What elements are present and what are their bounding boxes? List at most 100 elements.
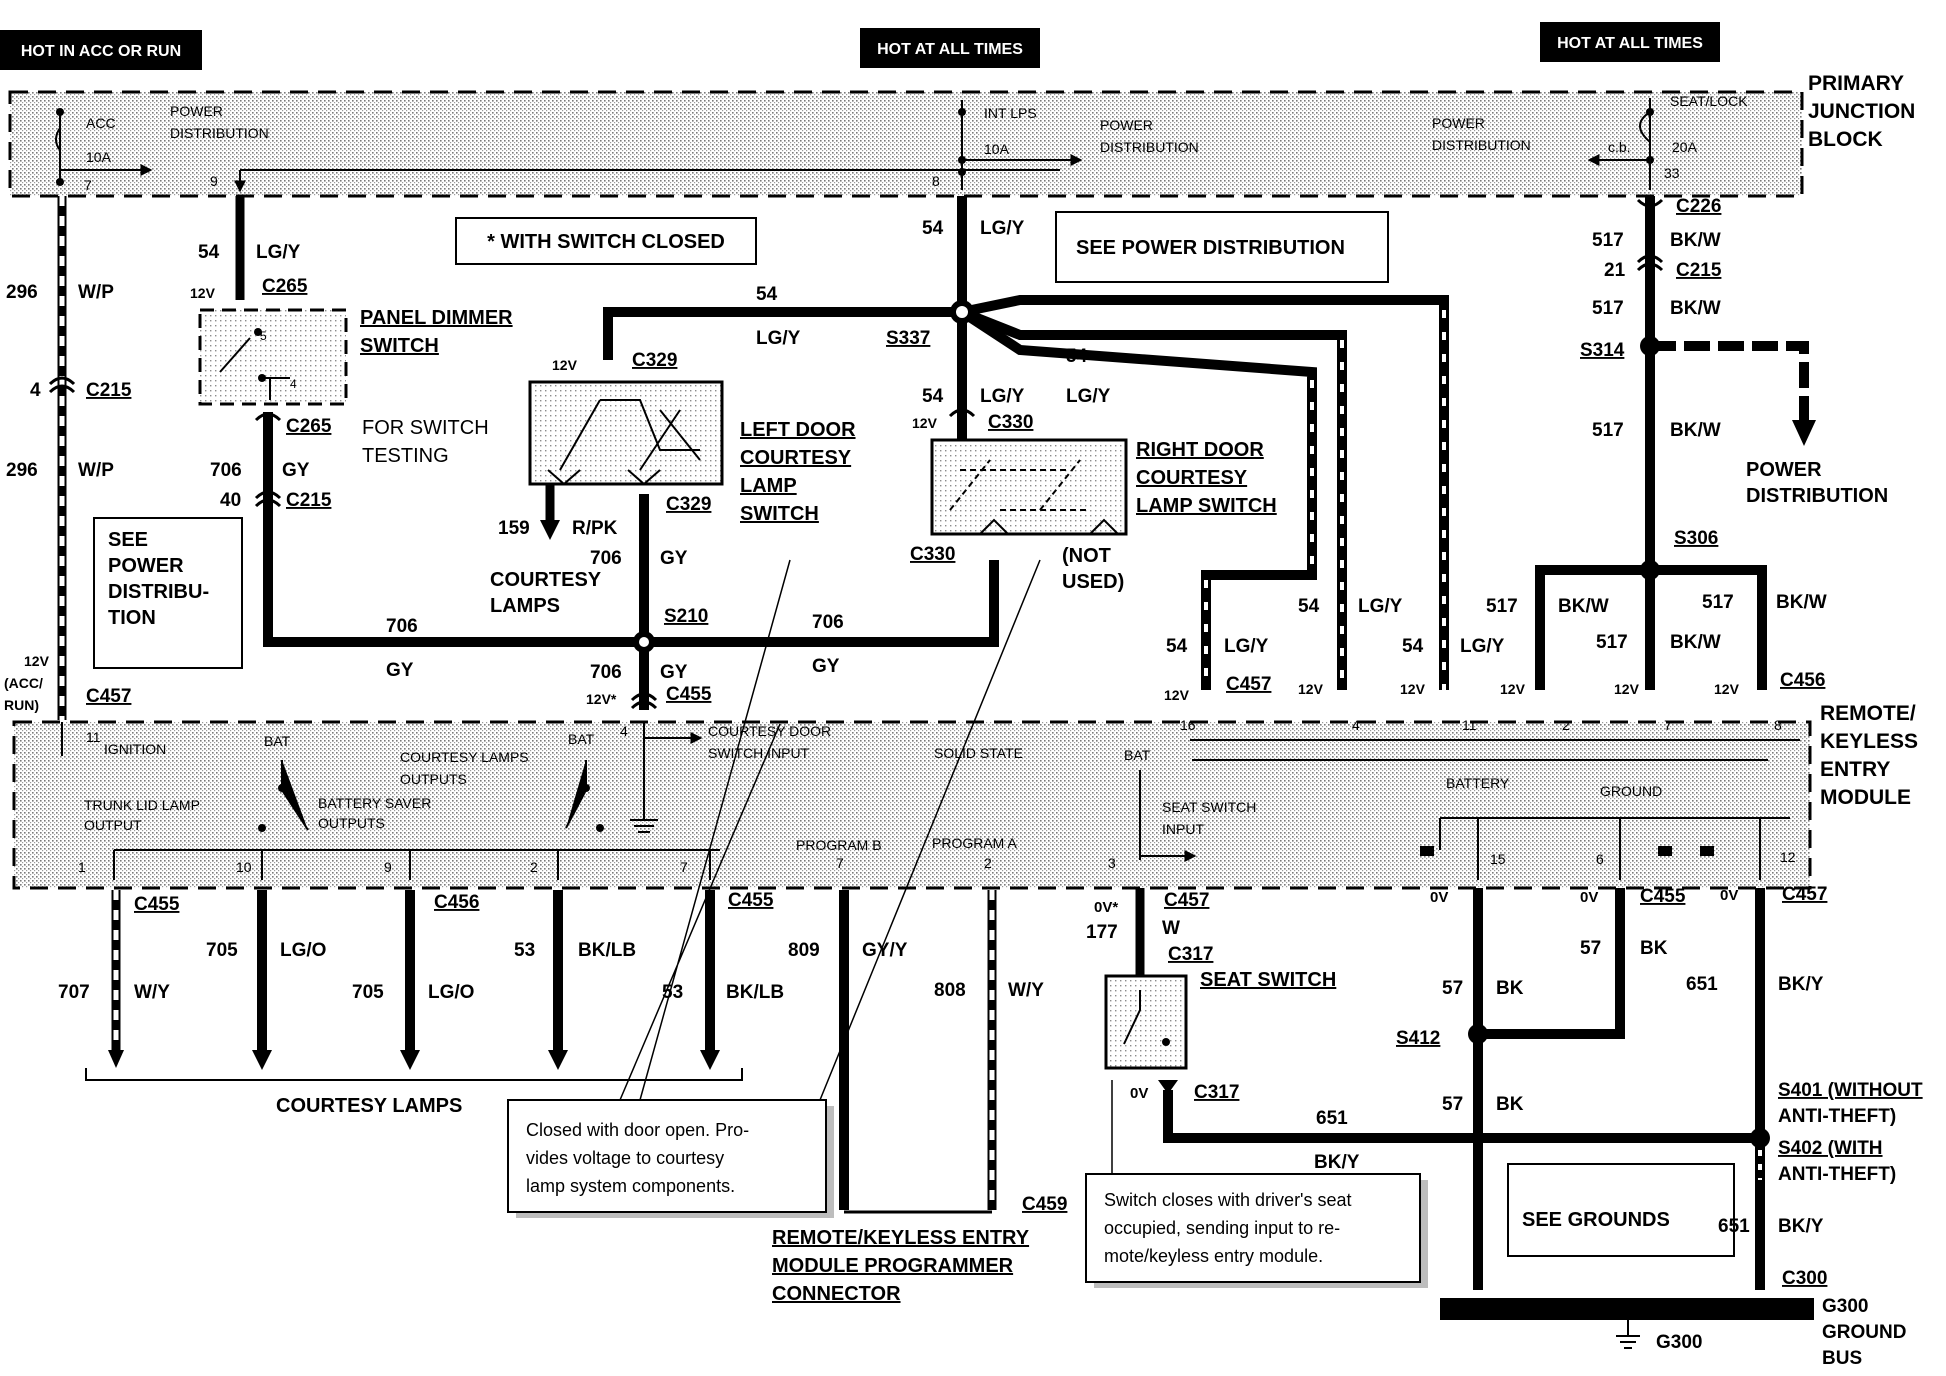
svg-text:S306: S306 bbox=[1674, 528, 1718, 549]
svg-text:lamp system components.: lamp system components. bbox=[526, 1176, 735, 1196]
rke-program-b: PROGRAM B bbox=[796, 837, 882, 853]
svg-text:Closed with door open. Pro-: Closed with door open. Pro- bbox=[526, 1120, 749, 1140]
note-see-grounds: SEE GROUNDS bbox=[1507, 1163, 1735, 1257]
rke-title-line3: ENTRY bbox=[1820, 758, 1890, 781]
svg-text:LAMP SWITCH: LAMP SWITCH bbox=[1136, 495, 1277, 517]
pjb-pd1-line2: DISTRIBUTION bbox=[170, 125, 269, 141]
ground-bus-line3: BUS bbox=[1822, 1348, 1862, 1369]
svg-text:DISTRIBUTION: DISTRIBUTION bbox=[1746, 485, 1888, 507]
svg-text:517: 517 bbox=[1592, 420, 1624, 441]
svg-text:651: 651 bbox=[1686, 974, 1718, 995]
svg-text:BK/Y: BK/Y bbox=[1778, 1216, 1824, 1237]
svg-text:C317: C317 bbox=[1168, 944, 1213, 965]
svg-text:54: 54 bbox=[922, 386, 944, 407]
svg-text:C329: C329 bbox=[666, 494, 711, 515]
rke-pin-top-2: 2 bbox=[1562, 717, 1570, 733]
right-door-courtesy-switch bbox=[930, 438, 1128, 536]
svg-text:54: 54 bbox=[1402, 636, 1424, 657]
svg-text:57: 57 bbox=[1580, 938, 1601, 959]
svg-text:BK/W: BK/W bbox=[1670, 420, 1721, 441]
svg-text:GY: GY bbox=[660, 662, 688, 683]
rke-bat2: BAT bbox=[568, 731, 595, 747]
svg-text:57: 57 bbox=[1442, 1094, 1463, 1115]
svg-text:0V*: 0V* bbox=[1094, 899, 1118, 916]
svg-text:LG/Y: LG/Y bbox=[1066, 386, 1111, 407]
rke-pin-top-11: 11 bbox=[1462, 717, 1477, 733]
svg-text:C457: C457 bbox=[1226, 674, 1271, 695]
rke-ignition: IGNITION bbox=[104, 741, 166, 757]
svg-text:57: 57 bbox=[1442, 978, 1463, 999]
for-switch-testing: FOR SWITCH TESTING bbox=[362, 417, 489, 467]
svg-text:296: 296 bbox=[6, 460, 38, 481]
svg-text:C457: C457 bbox=[1164, 890, 1209, 911]
svg-text:W: W bbox=[1162, 918, 1180, 939]
header-hot-acc-run-text: HOT IN ACC OR RUN bbox=[21, 43, 181, 60]
svg-text:12V: 12V bbox=[1164, 687, 1190, 703]
svg-text:vides voltage to courtesy: vides voltage to courtesy bbox=[526, 1148, 724, 1168]
pjb-pin-33: 33 bbox=[1664, 165, 1680, 181]
svg-text:LG/Y: LG/Y bbox=[1224, 636, 1269, 657]
panel-dimmer-switch: 5 4 bbox=[198, 308, 348, 406]
svg-text:12V: 12V bbox=[1614, 681, 1640, 697]
pjb-pd3-line2: DISTRIBUTION bbox=[1432, 137, 1531, 153]
rke-pin-bot-15: 15 bbox=[1490, 851, 1506, 867]
header-hot-all-times-2-text: HOT AT ALL TIMES bbox=[1557, 35, 1703, 52]
pjb-title-line3: BLOCK bbox=[1808, 128, 1883, 151]
svg-text:651: 651 bbox=[1718, 1216, 1750, 1237]
svg-text:C330: C330 bbox=[910, 544, 955, 565]
rke-pin-bot-3: 3 bbox=[1108, 855, 1116, 871]
pjb-fuse-int: 10A bbox=[984, 141, 1010, 157]
svg-text:0V: 0V bbox=[1580, 889, 1598, 906]
svg-text:0V: 0V bbox=[1130, 1085, 1148, 1102]
svg-text:12V: 12V bbox=[1714, 681, 1740, 697]
svg-text:CONNECTOR: CONNECTOR bbox=[772, 1283, 901, 1305]
ground-bus-line2: GROUND bbox=[1822, 1322, 1906, 1343]
rke-pin-bot-2b: 2 bbox=[984, 855, 992, 871]
svg-text:SWITCH: SWITCH bbox=[740, 503, 819, 525]
svg-text:12V: 12V bbox=[1500, 681, 1526, 697]
svg-text:LG/O: LG/O bbox=[428, 982, 474, 1003]
svg-text:PANEL DIMMER: PANEL DIMMER bbox=[360, 307, 513, 329]
rke-courtesy-outputs-line2: OUTPUTS bbox=[400, 771, 467, 787]
svg-text:651: 651 bbox=[1316, 1108, 1348, 1129]
svg-text:SEE GROUNDS: SEE GROUNDS bbox=[1522, 1209, 1670, 1231]
rke-ground: GROUND bbox=[1600, 783, 1662, 799]
rke-pin-bot-7a: 7 bbox=[680, 859, 688, 875]
svg-text:C455: C455 bbox=[1640, 886, 1686, 907]
svg-text:C455: C455 bbox=[666, 684, 712, 705]
svg-text:54: 54 bbox=[1166, 636, 1188, 657]
pjb-pd2-line2: DISTRIBUTION bbox=[1100, 139, 1199, 155]
svg-text:SEE POWER DISTRIBUTION: SEE POWER DISTRIBUTION bbox=[1076, 237, 1345, 259]
svg-text:12V: 12V bbox=[1400, 681, 1426, 697]
svg-text:53: 53 bbox=[662, 982, 683, 1003]
svg-text:54: 54 bbox=[756, 284, 778, 305]
rke-trunk-lid-line2: OUTPUT bbox=[84, 817, 142, 833]
svg-text:SEE: SEE bbox=[108, 529, 148, 551]
svg-text:C457: C457 bbox=[1782, 884, 1827, 905]
left-door-courtesy-switch bbox=[528, 380, 724, 486]
svg-text:ANTI-THEFT): ANTI-THEFT) bbox=[1778, 1106, 1896, 1127]
svg-text:54: 54 bbox=[198, 242, 220, 263]
svg-text:54: 54 bbox=[1066, 346, 1088, 367]
svg-text:BK: BK bbox=[1496, 1094, 1524, 1115]
seat-switch bbox=[1104, 974, 1188, 1070]
rke-pin-bot-7b: 7 bbox=[836, 855, 844, 871]
svg-text:S402 (WITH: S402 (WITH bbox=[1778, 1138, 1883, 1159]
svg-text:POWER: POWER bbox=[108, 555, 184, 577]
svg-text:C455: C455 bbox=[728, 890, 774, 911]
pjb-cb: c.b. bbox=[1608, 139, 1631, 155]
svg-text:BK: BK bbox=[1640, 938, 1668, 959]
svg-text:706: 706 bbox=[812, 612, 844, 633]
svg-text:C226: C226 bbox=[1676, 196, 1721, 217]
svg-text:53: 53 bbox=[514, 940, 535, 961]
svg-text:RUN): RUN) bbox=[4, 697, 39, 713]
svg-text:4: 4 bbox=[30, 380, 41, 401]
svg-text:BK/LB: BK/LB bbox=[726, 982, 784, 1003]
rke-pin-bot-2: 2 bbox=[530, 859, 538, 875]
rke-seat-input-line1: SEAT SWITCH bbox=[1162, 799, 1256, 815]
svg-text:TESTING: TESTING bbox=[362, 445, 449, 467]
rke-title-line1: REMOTE/ bbox=[1820, 702, 1916, 725]
header-hot-all-times-1: HOT AT ALL TIMES bbox=[860, 28, 1040, 68]
callout-door-switch: Closed with door open. Pro- vides voltag… bbox=[507, 559, 1041, 1218]
svg-text:0V: 0V bbox=[1720, 887, 1738, 904]
